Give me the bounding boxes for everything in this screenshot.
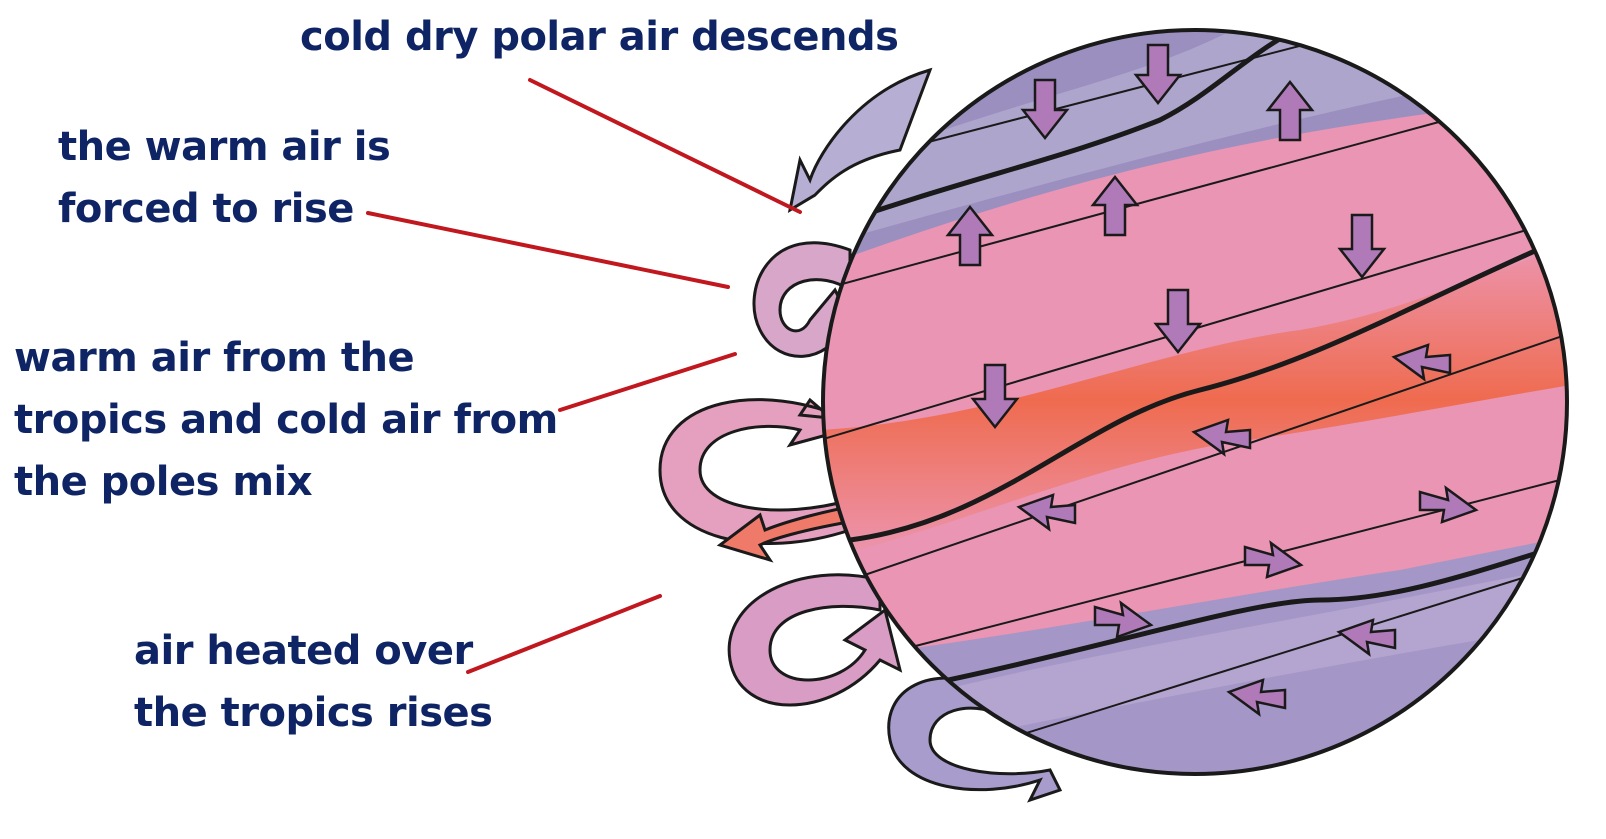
leader-heated xyxy=(468,596,660,672)
label-air-mix: warm air from the tropics and cold air f… xyxy=(14,327,558,513)
label-line: the tropics rises xyxy=(134,682,492,744)
label-line: air heated over xyxy=(134,620,492,682)
leader-mix xyxy=(560,354,735,410)
leader-descends xyxy=(530,80,800,212)
label-line: cold dry polar air descends xyxy=(300,6,898,68)
label-warm-air-rises: the warm air is forced to rise xyxy=(58,116,390,240)
label-tropics-air-rises: air heated over the tropics rises xyxy=(134,620,492,744)
label-line: warm air from the xyxy=(14,327,558,389)
label-line: the warm air is xyxy=(58,116,390,178)
label-line: forced to rise xyxy=(58,178,390,240)
leader-forced xyxy=(368,213,728,287)
label-line: tropics and cold air from xyxy=(14,389,558,451)
label-line: the poles mix xyxy=(14,451,558,513)
label-polar-air-descends: cold dry polar air descends xyxy=(300,6,898,68)
